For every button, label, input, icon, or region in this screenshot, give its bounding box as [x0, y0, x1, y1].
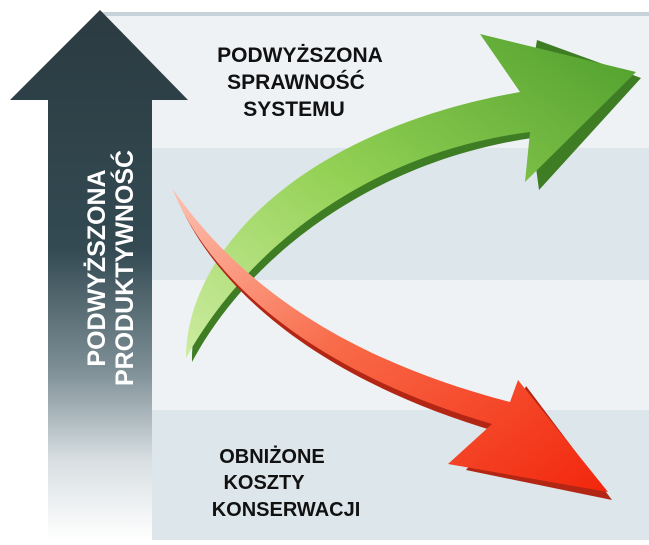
vertical-arrow-label-line2: PRODUKTYWNOŚĆ	[109, 150, 139, 386]
falling-arrow	[172, 188, 612, 500]
rising-label-line2: SPRAWNOŚĆ	[227, 70, 365, 94]
falling-label-line1: OBNIŻONE	[219, 445, 325, 468]
rising-label-line3: SYSTEMU	[243, 98, 345, 121]
rising-label-line1: PODWYŻSZONA	[217, 44, 383, 67]
falling-label-line2: KOSZTY	[223, 472, 305, 494]
rising-arrow	[186, 34, 642, 362]
vertical-arrow-label-line1: PODWYŻSZONA	[83, 169, 111, 366]
falling-arrow-body	[172, 188, 608, 492]
rising-arrow-body	[186, 34, 636, 358]
vertical-arrow: PODWYŻSZONA PRODUKTYWNOŚĆ	[10, 10, 188, 540]
rising-arrow-label: PODWYŻSZONA SPRAWNOŚĆ SYSTEMU	[217, 44, 383, 121]
falling-arrow-label: OBNIŻONE KOSZTY KONSERWACJI	[212, 445, 361, 521]
falling-label-line3: KONSERWACJI	[212, 499, 361, 521]
